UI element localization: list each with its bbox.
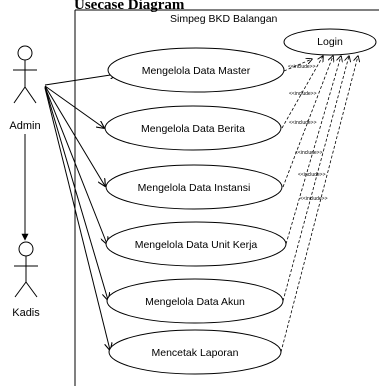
include-line-uc4 — [285, 56, 341, 245]
use-case-label: Mengelola Data Master — [142, 65, 251, 77]
use-case-label: Mengelola Data Unit Kerja — [135, 239, 258, 251]
include-label: <<include>> — [289, 120, 317, 126]
actor-admin-head — [17, 45, 33, 61]
use-case-label: Mengelola Data Berita — [141, 123, 245, 135]
assoc-uc6 — [44, 87, 110, 350]
use-case-mengelola-data-akun[interactable] — [106, 278, 284, 324]
assoc-uc1 — [44, 74, 117, 86]
assoc-uc2 — [44, 85, 104, 128]
include-label: <<include>> — [300, 196, 328, 202]
include-label: <<include>> — [288, 64, 316, 70]
include-line-uc6 — [280, 56, 358, 353]
use-case-label: Mencetak Laporan — [152, 347, 239, 359]
include-lines — [280, 56, 358, 353]
include-label: <<include>> — [289, 91, 317, 97]
actor-kadis-leg-left — [14, 281, 27, 298]
use-case-mengelola-data-instansi[interactable] — [105, 164, 283, 210]
admin-associations — [44, 74, 117, 350]
use-case-mencetak-laporan[interactable] — [108, 329, 282, 375]
use-case-login-label: Login — [317, 36, 343, 48]
use-case-mengelola-data-unit-kerja[interactable] — [105, 221, 287, 267]
actor-admin-label: Admin — [9, 120, 40, 132]
include-label: <<include>> — [298, 172, 326, 178]
assoc-uc5 — [44, 86, 108, 300]
actor-kadis-label: Kadis — [12, 307, 40, 319]
include-line-uc2 — [281, 56, 323, 129]
use-case-mengelola-data-master[interactable] — [107, 47, 285, 93]
diagram-title: Usecase Diagram — [74, 0, 185, 13]
actor-kadis-leg-right — [25, 281, 38, 298]
actor-admin-leg-left — [13, 86, 26, 104]
include-line-uc5 — [282, 56, 349, 302]
include-line-uc1 — [283, 59, 312, 72]
use-case-mengelola-data-berita[interactable] — [104, 105, 282, 151]
assoc-uc3 — [44, 85, 105, 186]
include-labels: <<include>> <<include>> <<include>> <<in… — [288, 64, 328, 202]
include-line-uc3 — [282, 56, 333, 188]
use-case-label: Mengelola Data Instansi — [138, 182, 251, 194]
actor-admin — [13, 45, 37, 104]
include-label: <<include>> — [295, 150, 323, 156]
actor-kadis — [14, 241, 38, 298]
actor-admin-leg-right — [24, 86, 37, 104]
use-case-label: Mengelola Data Akun — [145, 296, 245, 308]
use-case-login[interactable] — [283, 28, 377, 56]
actor-kadis-head — [18, 241, 34, 257]
assoc-uc4 — [44, 86, 107, 244]
system-name: Simpeg BKD Balangan — [170, 13, 278, 25]
